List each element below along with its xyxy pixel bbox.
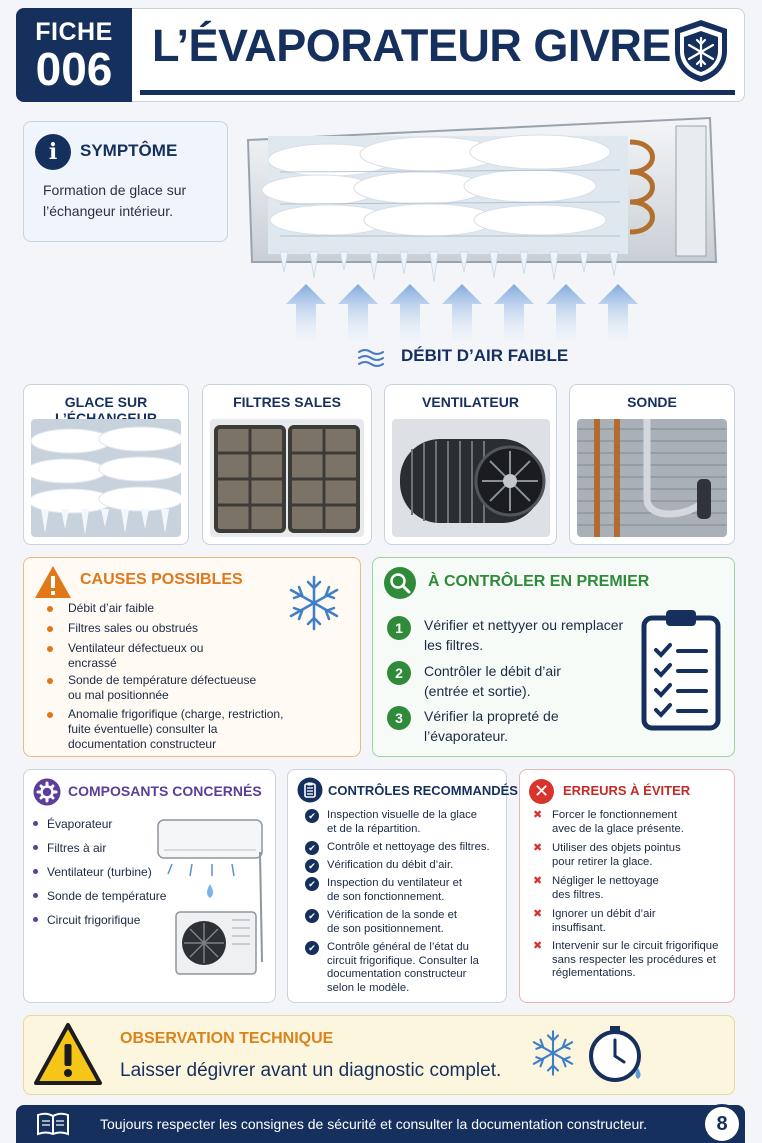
cause-item: Anomalie frigorifique (charge, restricti… — [47, 707, 293, 752]
recommended-item: Vérification du débit d’air. — [305, 859, 503, 873]
recommended-item: Vérification de la sonde et de son posit… — [305, 909, 467, 936]
snowflake-icon — [532, 1030, 574, 1076]
book-icon — [37, 1112, 69, 1136]
photo-card-probe: SONDE — [569, 384, 735, 545]
airflow-label: DÉBIT D’AIR FAIBLE — [401, 346, 569, 365]
photo-card-label: VENTILATEUR — [422, 394, 519, 410]
fiche-word: FICHE — [35, 18, 113, 46]
warning-icon — [35, 566, 71, 598]
page-title: L’ÉVAPORATEUR GIVRE — [152, 20, 671, 71]
component-item: Sonde de température — [32, 889, 167, 903]
step-number: 2 — [387, 661, 411, 685]
error-item: Utiliser des objets pointus pour retirer… — [533, 842, 702, 869]
error-item: Forcer le fonctionnement avec de la glac… — [533, 809, 692, 836]
photo-card-label: FILTRES SALES — [233, 394, 341, 410]
wind-icon — [358, 349, 384, 367]
component-item: Filtres à air — [32, 841, 107, 855]
ice-exchanger-photo — [31, 419, 181, 537]
clipboard-icon — [297, 777, 323, 803]
causes-title: CAUSES POSSIBLES — [80, 571, 243, 588]
step-number: 1 — [387, 616, 411, 640]
ac-system-illustration — [157, 819, 263, 975]
title-underline — [140, 90, 735, 95]
frozen-indoor-unit-illustration — [246, 116, 718, 340]
footer-text: Toujours respecter les consignes de sécu… — [100, 1116, 648, 1132]
component-item: Évaporateur — [32, 817, 113, 831]
page-number: 8 — [702, 1104, 742, 1143]
cause-item: Sonde de température défectueuse ou mal … — [47, 673, 268, 703]
error-item: Négliger le nettoyage des filtres. — [533, 875, 672, 902]
symptom-title: SYMPTÔME — [80, 141, 178, 160]
step-text: Contrôler le débit d’air (entrée et sort… — [424, 663, 561, 699]
step-text: Vérifier et nettyyer ou remplacer les fi… — [424, 617, 624, 653]
observation-title: OBSERVATION TECHNIQUE — [120, 1030, 334, 1047]
recommended-item: Inspection visuelle de la glace et de la… — [305, 809, 487, 836]
photo-card-fan: VENTILATEUR — [384, 384, 557, 545]
photo-card-label: SONDE — [627, 394, 677, 410]
fiche-number: 006 — [35, 43, 113, 95]
header-bar — [16, 8, 745, 102]
symptom-card — [23, 121, 228, 242]
warning-icon — [34, 1023, 102, 1085]
component-item: Ventilateur (turbine) — [33, 865, 152, 879]
footer-bar — [16, 1105, 745, 1143]
clock-icon — [589, 1026, 641, 1082]
magnifier-icon — [384, 567, 416, 599]
errors-title: ERREURS À ÉVITER — [563, 783, 691, 798]
photo-card-filters: FILTRES SALES — [202, 384, 372, 545]
step-text: Vérifier la propreté de l’évaporateur. — [424, 708, 559, 744]
fan-turbine-photo — [392, 419, 550, 537]
component-item: Circuit frigorifique — [32, 913, 141, 927]
clipboard-checklist-icon — [641, 610, 721, 731]
symptom-text: Formation de glace sur l’échangeur intér… — [43, 182, 187, 219]
error-item: Ignorer un débit d’air insuffisant. — [533, 908, 672, 935]
components-title: COMPOSANTS CONCERNÉS — [68, 783, 262, 799]
close-icon: ✕ — [529, 779, 554, 804]
recommended-item: Contrôle et nettoyage des filtres. — [305, 841, 503, 855]
recommended-item: Inspection du ventilateur et de son fonc… — [305, 877, 467, 904]
check-first-title: À CONTRÔLER EN PREMIER — [428, 573, 650, 590]
fiche-badge: FICHE 006 — [16, 8, 132, 102]
cause-item: Ventilateur défectueux ou encrassé — [47, 641, 238, 671]
step-number: 3 — [387, 706, 411, 730]
recommended-item: Contrôle général de l’état du circuit fr… — [305, 941, 487, 995]
observation-text: Laisser dégivrer avant un diagnostic com… — [120, 1060, 502, 1081]
dirty-filters-photo — [210, 419, 364, 537]
cause-item: Filtres sales ou obstrués — [47, 621, 348, 636]
cause-item: Débit d’air faible — [47, 601, 348, 616]
snowflake-shield-icon — [675, 20, 727, 82]
snowflake-icon — [289, 575, 339, 631]
recommended-title: CONTRÔLES RECOMMANDÉS — [328, 783, 518, 798]
info-icon: i — [35, 134, 71, 170]
gear-icon — [33, 778, 61, 806]
causes-card — [23, 557, 361, 757]
photo-card-ice: GLACE SUR L’ÉCHANGEUR — [23, 384, 189, 545]
temperature-probe-photo — [577, 419, 727, 537]
error-item: Intervenir sur le circuit frigorifique s… — [533, 940, 722, 981]
